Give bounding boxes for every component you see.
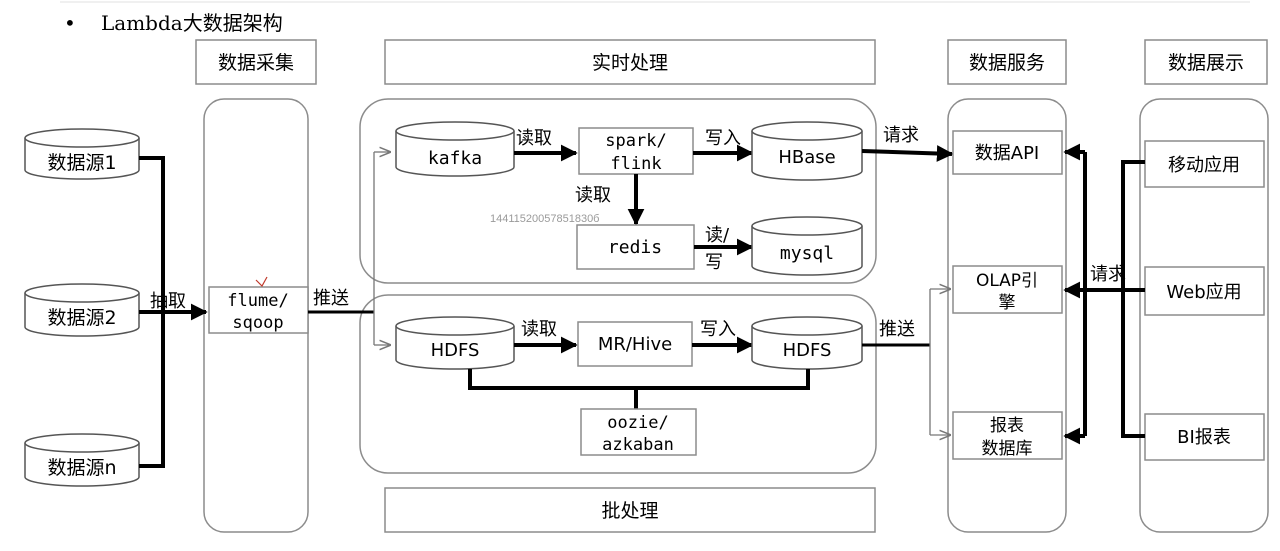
kafka-cylinder: kafka (395, 121, 515, 177)
svg-text:OLAP引: OLAP引 (976, 271, 1038, 291)
redis-box: redis (576, 224, 695, 270)
svg-text:HDFS: HDFS (783, 340, 832, 361)
data-api-box: 数据API (952, 130, 1063, 175)
mobile-app-box: 移动应用 (1144, 140, 1265, 188)
display-request-bus (1121, 160, 1145, 438)
label-write-1: 写入 (705, 128, 741, 149)
svg-text:实时处理: 实时处理 (592, 52, 668, 74)
label-push-2: 推送 (879, 319, 915, 340)
svg-text:flink: flink (610, 154, 661, 174)
title-bullet: • (64, 11, 76, 35)
report-db-box: 报表 数据库 (952, 411, 1063, 460)
svg-text:redis: redis (608, 237, 662, 258)
svg-text:数据服务: 数据服务 (969, 52, 1045, 74)
hdfs-output-cylinder: HDFS (751, 316, 863, 370)
label-request-2: 请求 (1090, 264, 1126, 285)
oozie-azkaban-box: oozie/ azkaban (580, 408, 697, 456)
label-rw-2: 写 (705, 252, 723, 273)
scheduler-bracket (468, 369, 810, 409)
label-read-3: 读取 (521, 319, 557, 340)
svg-text:BI报表: BI报表 (1177, 427, 1231, 448)
svg-text:数据API: 数据API (975, 143, 1039, 164)
header-display: 数据展示 (1144, 39, 1268, 85)
label-pull: 抽取 (150, 291, 186, 312)
svg-text:数据展示: 数据展示 (1168, 52, 1244, 74)
olap-engine-box: OLAP引 擎 (952, 265, 1063, 314)
mysql-cylinder: mysql (751, 216, 863, 276)
spark-flink-box: spark/ flink (578, 127, 694, 175)
hbase-cylinder: HBase (751, 121, 863, 181)
svg-text:数据源1: 数据源1 (47, 152, 116, 174)
page-title: Lambda大数据架构 (101, 11, 283, 35)
collector-box: flume/ sqoop (208, 286, 309, 334)
cursor-mark (255, 276, 268, 287)
svg-text:Web应用: Web应用 (1166, 282, 1241, 303)
hbase-to-api-arrow (861, 145, 954, 162)
header-batch: 批处理 (384, 487, 876, 533)
svg-text:擎: 擎 (999, 293, 1016, 313)
header-service: 数据服务 (947, 39, 1067, 85)
source-1-cylinder: 数据源1 (24, 128, 140, 180)
source-n-cylinder: 数据源n (24, 433, 140, 487)
mrhive-box: MR/Hive (577, 321, 693, 367)
svg-text:flume/: flume/ (227, 291, 288, 311)
svg-text:mysql: mysql (780, 243, 834, 264)
svg-text:报表: 报表 (990, 416, 1024, 436)
label-read-1: 读取 (516, 128, 552, 149)
svg-text:kafka: kafka (428, 148, 482, 169)
label-rw-1: 读/ (705, 225, 730, 246)
svg-text:HDFS: HDFS (431, 340, 480, 361)
hdfs-input-cylinder: HDFS (395, 316, 515, 370)
batch-container (359, 294, 877, 474)
svg-text:批处理: 批处理 (601, 500, 658, 522)
display-container (1139, 98, 1269, 533)
watermark-text: 14411520057851830б (490, 213, 599, 225)
svg-text:HBase: HBase (778, 147, 835, 168)
svg-text:数据源n: 数据源n (47, 457, 116, 479)
svg-text:azkaban: azkaban (602, 435, 674, 455)
service-container (947, 98, 1067, 533)
source-bus (139, 156, 165, 468)
header-realtime: 实时处理 (384, 39, 876, 85)
label-push: 推送 (313, 288, 349, 309)
label-read-2: 读取 (575, 185, 611, 206)
svg-text:spark/: spark/ (605, 131, 666, 151)
label-request-1: 请求 (883, 125, 919, 146)
web-app-box: Web应用 (1144, 266, 1265, 316)
svg-text:数据库: 数据库 (982, 439, 1033, 459)
source-2-cylinder: 数据源2 (24, 283, 140, 337)
svg-text:MR/Hive: MR/Hive (598, 334, 672, 355)
realtime-container (359, 98, 877, 284)
svg-text:数据源2: 数据源2 (47, 307, 116, 329)
svg-text:oozie/: oozie/ (607, 413, 668, 433)
svg-text:sqoop: sqoop (232, 313, 283, 333)
svg-text:数据采集: 数据采集 (218, 52, 294, 74)
svg-text:移动应用: 移动应用 (1168, 155, 1240, 176)
header-collect: 数据采集 (195, 39, 317, 85)
label-write-2: 写入 (700, 319, 736, 340)
bi-report-box: BI报表 (1144, 413, 1265, 461)
